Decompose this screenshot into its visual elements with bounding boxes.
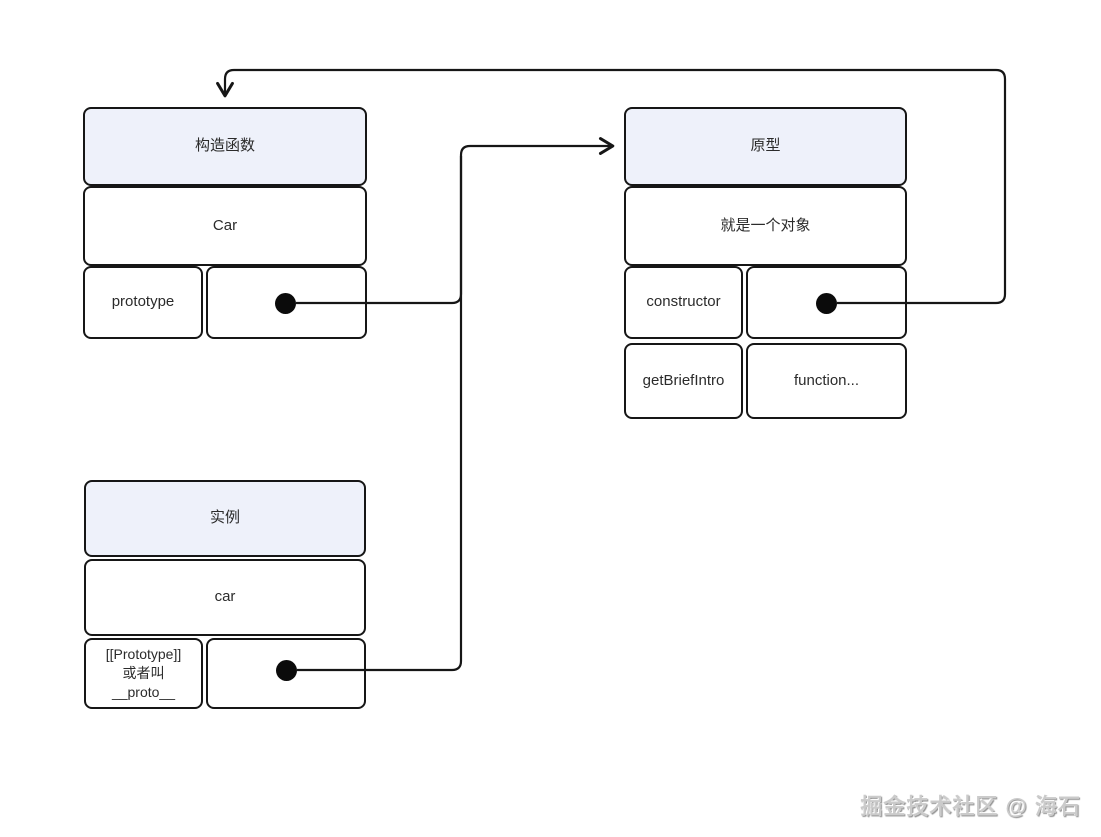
prototype-key-cell: prototype — [83, 266, 203, 339]
proto-key-cell: [[Prototype]] 或者叫 __proto__ — [84, 638, 203, 709]
constructor-key-cell: constructor — [624, 266, 743, 339]
constructor-name-cell: Car — [83, 186, 367, 266]
proto-key-line3: __proto__ — [111, 684, 176, 700]
getbriefintro-key-cell: getBriefIntro — [624, 343, 743, 419]
watermark: 掘金技术社区 @ 海石 — [860, 794, 1081, 819]
prototype-description-cell: 就是一个对象 — [624, 186, 907, 266]
proto-pointer-dot — [276, 660, 297, 681]
prototype-box-header: 原型 — [624, 107, 907, 186]
instance-box-header: 实例 — [84, 480, 366, 557]
proto-key-line2: 或者叫 — [122, 665, 165, 681]
proto-key-line1: [[Prototype]] — [105, 646, 182, 662]
constructor-pointer-dot — [816, 293, 837, 314]
constructor-box-header: 构造函数 — [83, 107, 367, 186]
instance-name-cell: car — [84, 559, 366, 636]
prototype-pointer-dot — [275, 293, 296, 314]
getbriefintro-value-cell: function... — [746, 343, 907, 419]
